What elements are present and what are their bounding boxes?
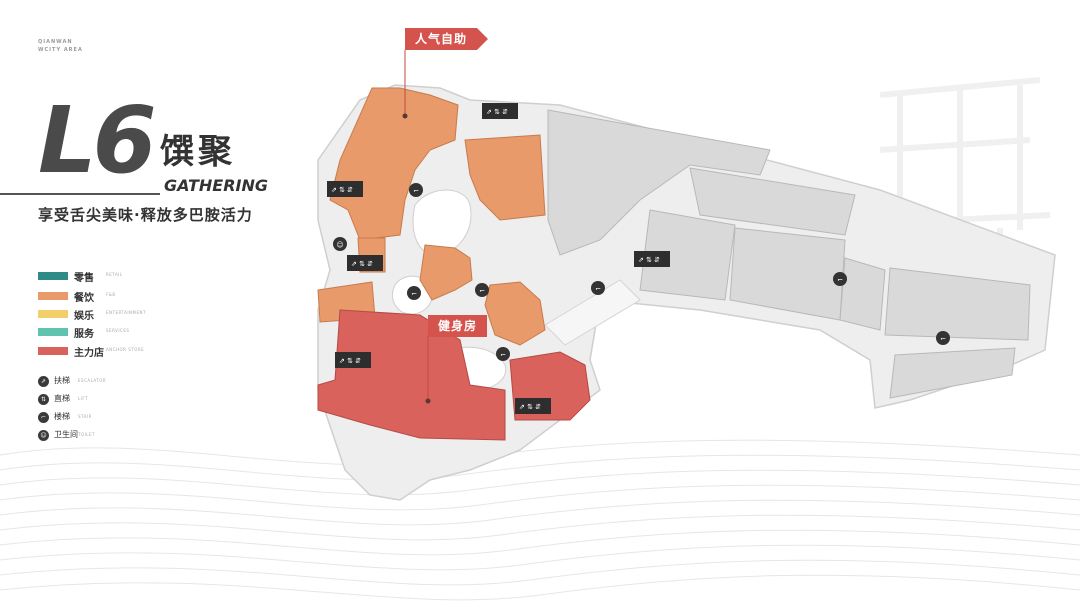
facility-label: 扶梯 bbox=[54, 376, 70, 385]
unassigned-units bbox=[547, 109, 1031, 399]
escalator-icon: ⇗ ⇅ ⇵ bbox=[638, 256, 660, 264]
brand-line-2: WCITY AREA bbox=[38, 47, 83, 53]
floor-slogan: 享受舌尖美味·释放多巴胺活力 bbox=[38, 206, 253, 224]
stair-icon: ⌐ bbox=[595, 285, 601, 293]
legend-label-en: RETAIL bbox=[106, 272, 123, 277]
legend-swatch bbox=[38, 310, 68, 318]
facility-label-en: TOILET bbox=[78, 432, 95, 437]
legend-label: 主力店 bbox=[74, 348, 104, 359]
legend-swatch bbox=[38, 272, 68, 280]
poi-sign-gym[interactable]: 健身房 bbox=[428, 315, 488, 337]
legend-label: 零售 bbox=[74, 273, 94, 284]
stair-icon: ⌐ bbox=[940, 335, 946, 343]
escalator-icon: ⇗ ⇅ ⇵ bbox=[331, 186, 353, 194]
legend-label: 娱乐 bbox=[74, 311, 94, 322]
escalator-icon: ⇗ ⇅ ⇵ bbox=[519, 403, 541, 411]
legend-label-en: SERVICES bbox=[106, 328, 130, 333]
escalator-icon: ⇗ ⇅ ⇵ bbox=[351, 260, 373, 268]
legend-label-en: ENTERTAINMENT bbox=[106, 310, 146, 315]
legend-label: 餐饮 bbox=[74, 293, 94, 304]
floor-name-cn: 馔聚 bbox=[160, 132, 236, 172]
legend-label: 服务 bbox=[74, 329, 94, 340]
lift-icon: ⇅ bbox=[38, 394, 49, 405]
corridor bbox=[544, 279, 641, 346]
escalator-lift-boxes bbox=[327, 103, 670, 414]
facility-label: 卫生间 bbox=[54, 430, 78, 439]
legend-label-en: F&B bbox=[106, 292, 116, 297]
legend-swatch bbox=[38, 347, 68, 355]
toilet-icon: ☺ bbox=[336, 241, 343, 249]
toilet-icon: ☺ bbox=[38, 430, 49, 441]
legend-swatch bbox=[38, 328, 68, 336]
legend-swatch bbox=[38, 292, 68, 300]
floor-code: L6 bbox=[38, 87, 157, 194]
facility-label-en: STAIR bbox=[78, 414, 92, 419]
facility-markers bbox=[333, 183, 950, 361]
stair-icon: ⌐ bbox=[500, 351, 506, 359]
facility-label: 直梯 bbox=[54, 394, 70, 403]
facility-label: 楼梯 bbox=[54, 412, 70, 421]
facility-label-en: LIFT bbox=[78, 396, 89, 401]
brand-line-1: QIANWAN bbox=[38, 39, 73, 45]
escalator-icon: ⇗ ⇅ ⇵ bbox=[486, 108, 508, 116]
brand-wordmark: QIANWAN WCITY AREA bbox=[38, 38, 83, 54]
title-divider bbox=[0, 193, 160, 195]
poi-sign-buffet[interactable]: 人气自助 bbox=[405, 28, 489, 50]
legend-label-en: ANCHOR STORE bbox=[106, 347, 145, 352]
stair-icon: ⌐ bbox=[38, 412, 49, 423]
stair-icon: ⌐ bbox=[413, 187, 419, 195]
stair-icon: ⌐ bbox=[837, 276, 843, 284]
unit-buffet bbox=[329, 87, 459, 241]
escalator-icon: ⇗ bbox=[38, 376, 49, 387]
escalator-icon: ⇗ ⇅ ⇵ bbox=[339, 357, 361, 365]
floor-name-en: GATHERING bbox=[164, 176, 269, 195]
stair-icon: ⌐ bbox=[479, 287, 485, 295]
facility-label-en: ESCALATOR bbox=[78, 378, 107, 383]
stair-icon: ⌐ bbox=[411, 290, 417, 298]
atrium-void bbox=[412, 189, 472, 256]
